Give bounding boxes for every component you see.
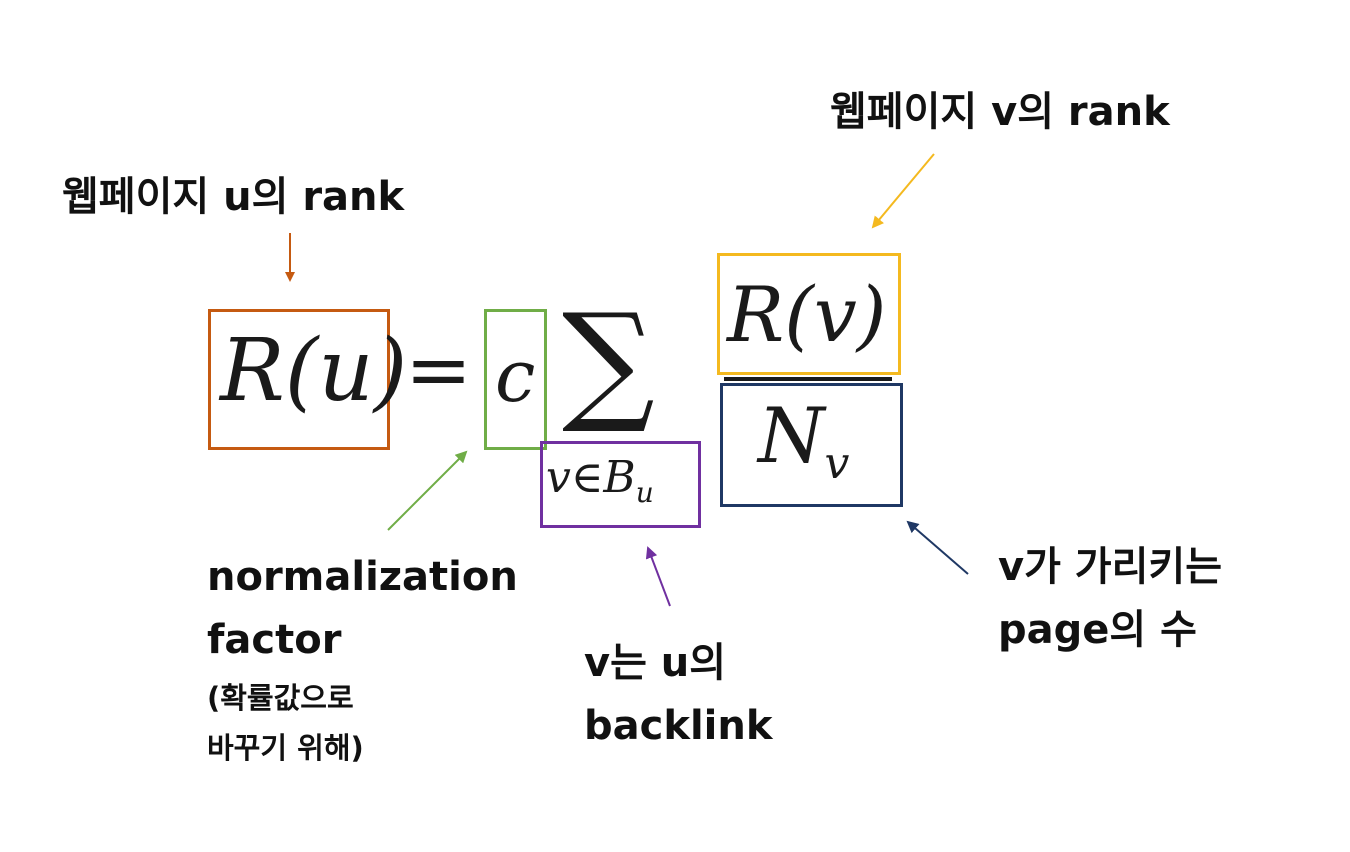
arrow-constant	[387, 450, 468, 531]
normalization-note-line2: 바꾸기 위해)	[207, 731, 364, 765]
rank-u-box	[208, 309, 390, 450]
arrow-outlinks	[906, 520, 969, 575]
backlink-label-line2: backlink	[584, 703, 773, 749]
summation-sign: ∑	[562, 285, 655, 437]
arrow-backlink	[645, 546, 671, 607]
denominator-text: N	[758, 391, 825, 480]
normalization-label-line2: factor	[207, 617, 342, 663]
arrow-rank-v	[871, 153, 935, 229]
sum-index-subscript: u	[635, 475, 654, 509]
fraction-numerator: R(v)	[727, 270, 887, 359]
outlinks-label-line2: page의 수	[998, 607, 1197, 653]
rank-v-label: 웹페이지 v의 rank	[830, 89, 1170, 135]
backlink-label-line1: v는 u의	[584, 640, 727, 686]
formula-lhs: R(u)	[220, 321, 408, 421]
outlinks-box	[720, 383, 903, 507]
rank-v-box	[717, 253, 901, 375]
sum-index-text: v∈B	[546, 452, 636, 503]
rank-u-label: 웹페이지 u의 rank	[62, 174, 405, 220]
backlink-box	[540, 441, 701, 528]
normalization-note-line1: (확률값으로	[207, 681, 354, 715]
constant-box	[484, 309, 547, 450]
fraction-denominator: Nv	[758, 398, 849, 486]
normalization-label-line1: normalization	[207, 554, 518, 600]
denominator-subscript: v	[824, 438, 850, 490]
formula-equals: =	[405, 323, 473, 416]
sum-index: v∈Bu	[546, 456, 654, 507]
formula-constant: c	[495, 334, 536, 418]
outlinks-label-line1: v가 가리키는	[998, 544, 1222, 590]
fraction-bar	[724, 377, 892, 381]
